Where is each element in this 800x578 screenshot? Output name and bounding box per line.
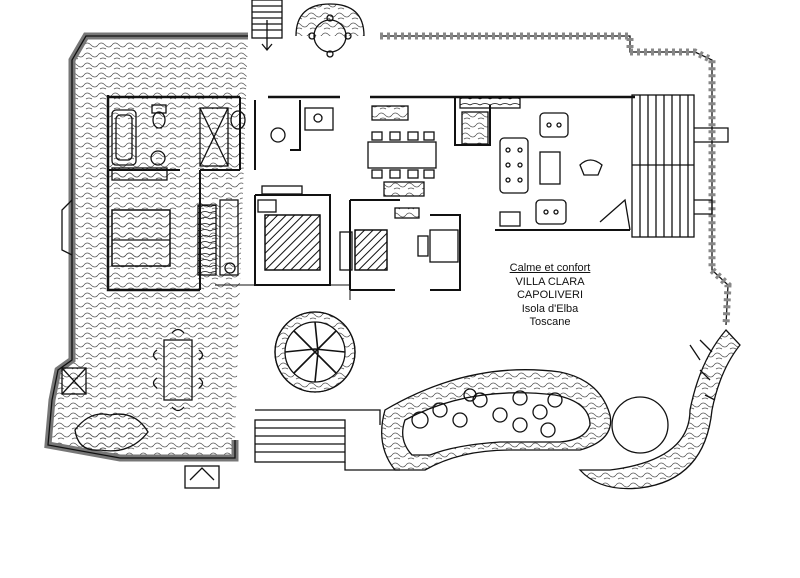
sink-2 xyxy=(270,127,286,143)
terrace-deck xyxy=(599,94,729,238)
spiral-garden-path xyxy=(578,329,741,490)
vanity-1 xyxy=(111,167,168,181)
entry-staircase xyxy=(251,0,283,52)
shower-2 xyxy=(199,107,229,167)
caption-town: CAPOLIVERI xyxy=(516,289,584,301)
armchair-1 xyxy=(539,112,569,138)
laundry-unit xyxy=(304,107,334,131)
armchair-2 xyxy=(535,199,567,225)
sink-1 xyxy=(150,150,166,166)
bed-2 xyxy=(257,199,321,271)
round-table-top xyxy=(295,3,365,58)
nightstand-3 xyxy=(339,231,353,271)
wardrobe-1 xyxy=(197,204,217,276)
round-planter xyxy=(274,311,356,393)
caption-region: Toscane xyxy=(529,316,571,328)
caption-villa-name: VILLA CLARA xyxy=(515,275,585,288)
dining-table-kitchen xyxy=(367,105,437,197)
coffee-table xyxy=(539,151,561,185)
caption-island: Isola d'Elba xyxy=(521,302,579,315)
sofa xyxy=(499,137,529,194)
garden-dining-table xyxy=(152,328,204,412)
toilet-2 xyxy=(230,110,246,130)
garden-shrub xyxy=(74,413,149,452)
curved-flower-bed xyxy=(381,369,612,471)
bathtub xyxy=(111,109,137,166)
garden-staircase xyxy=(254,409,400,471)
outdoor-shower xyxy=(61,367,87,395)
desk-4 xyxy=(417,229,459,263)
wardrobe-2 xyxy=(219,199,239,276)
tv-unit xyxy=(499,211,521,227)
plan-caption: Calme et confort VILLA CLARA CAPOLIVERI … xyxy=(480,262,620,330)
shelf-3 xyxy=(394,207,420,219)
garden-light xyxy=(184,465,220,489)
dresser-2 xyxy=(261,185,303,195)
kitchen-counter xyxy=(459,97,521,145)
toilet-1 xyxy=(151,104,167,129)
bed-1 xyxy=(111,209,171,267)
lounge-chair xyxy=(579,159,603,176)
washer-drum-icon xyxy=(313,113,323,123)
bed-3 xyxy=(354,229,388,271)
caption-title: Calme et confort xyxy=(509,262,591,274)
